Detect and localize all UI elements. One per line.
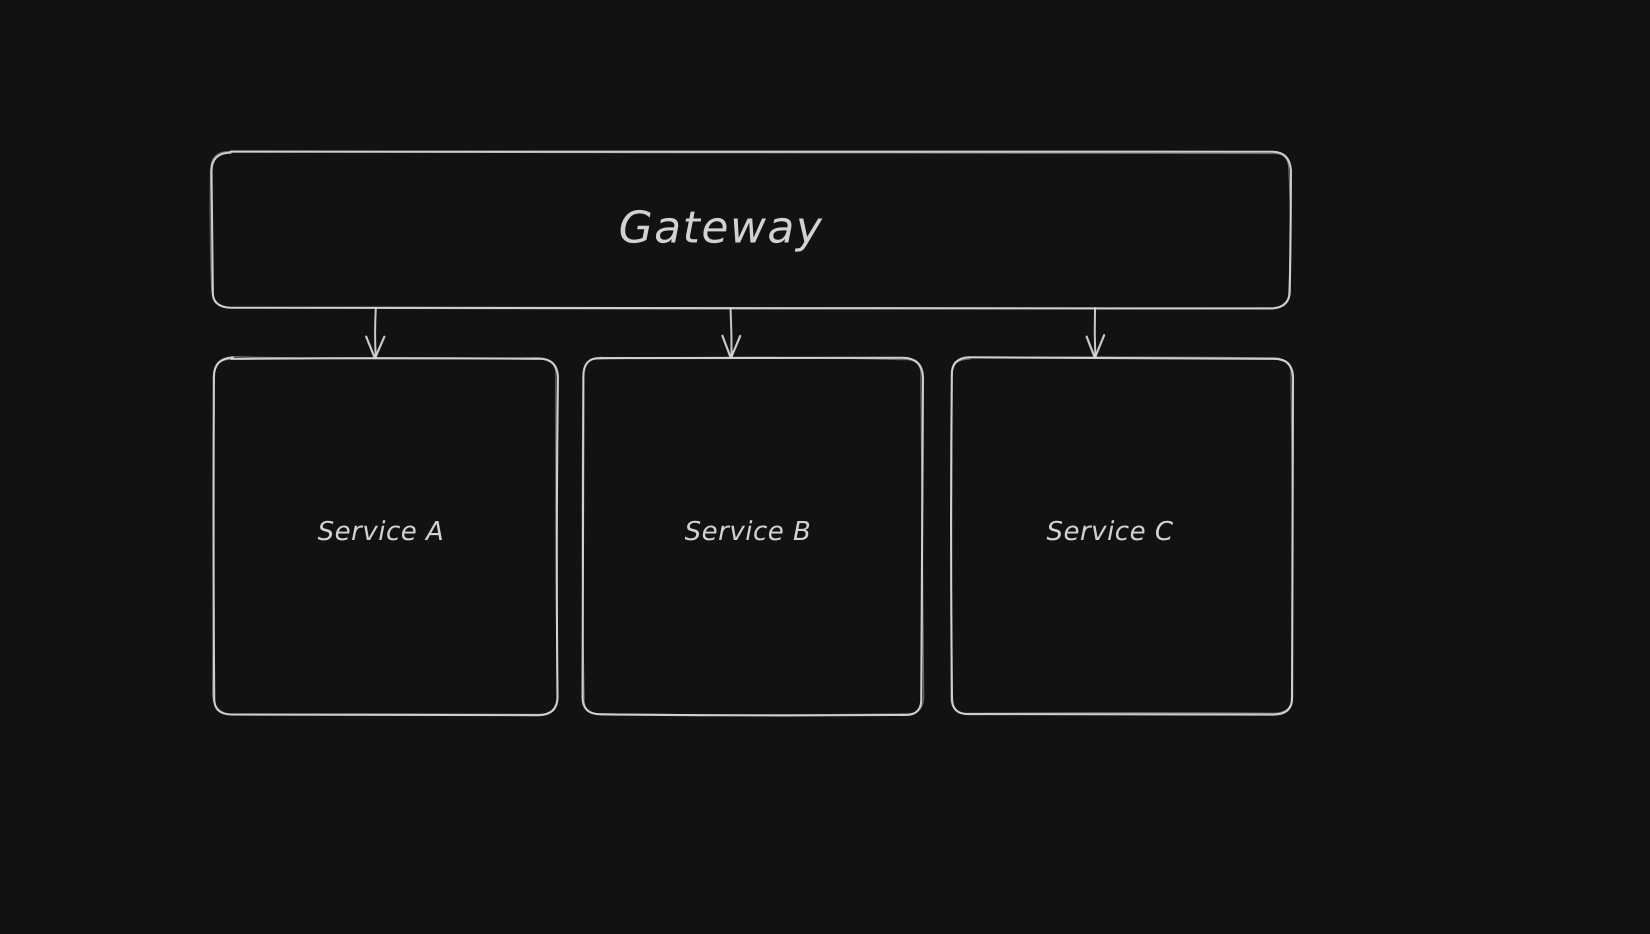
edge-gateway-to-service-c	[1085, 307, 1106, 360]
edge-gateway-to-service-c-shaft	[1093, 307, 1097, 359]
edge-gateway-to-service-b-shaft	[729, 307, 733, 359]
edge-gateway-to-service-c-arrowhead-icon	[1085, 334, 1106, 360]
edge-gateway-to-service-a-shaft	[374, 307, 377, 359]
edge-gateway-to-service-b	[721, 307, 742, 360]
node-service-a-label: Service A	[317, 517, 445, 547]
edge-gateway-to-service-a	[365, 307, 386, 360]
edges-group	[365, 307, 1106, 360]
node-gateway-label: Gateway	[618, 202, 824, 254]
edge-gateway-to-service-b-arrowhead-icon	[721, 334, 742, 360]
node-service-c-label: Service C	[1046, 517, 1174, 547]
node-service-b-label: Service B	[684, 517, 812, 547]
edge-gateway-to-service-a-arrowhead-icon	[365, 335, 386, 360]
